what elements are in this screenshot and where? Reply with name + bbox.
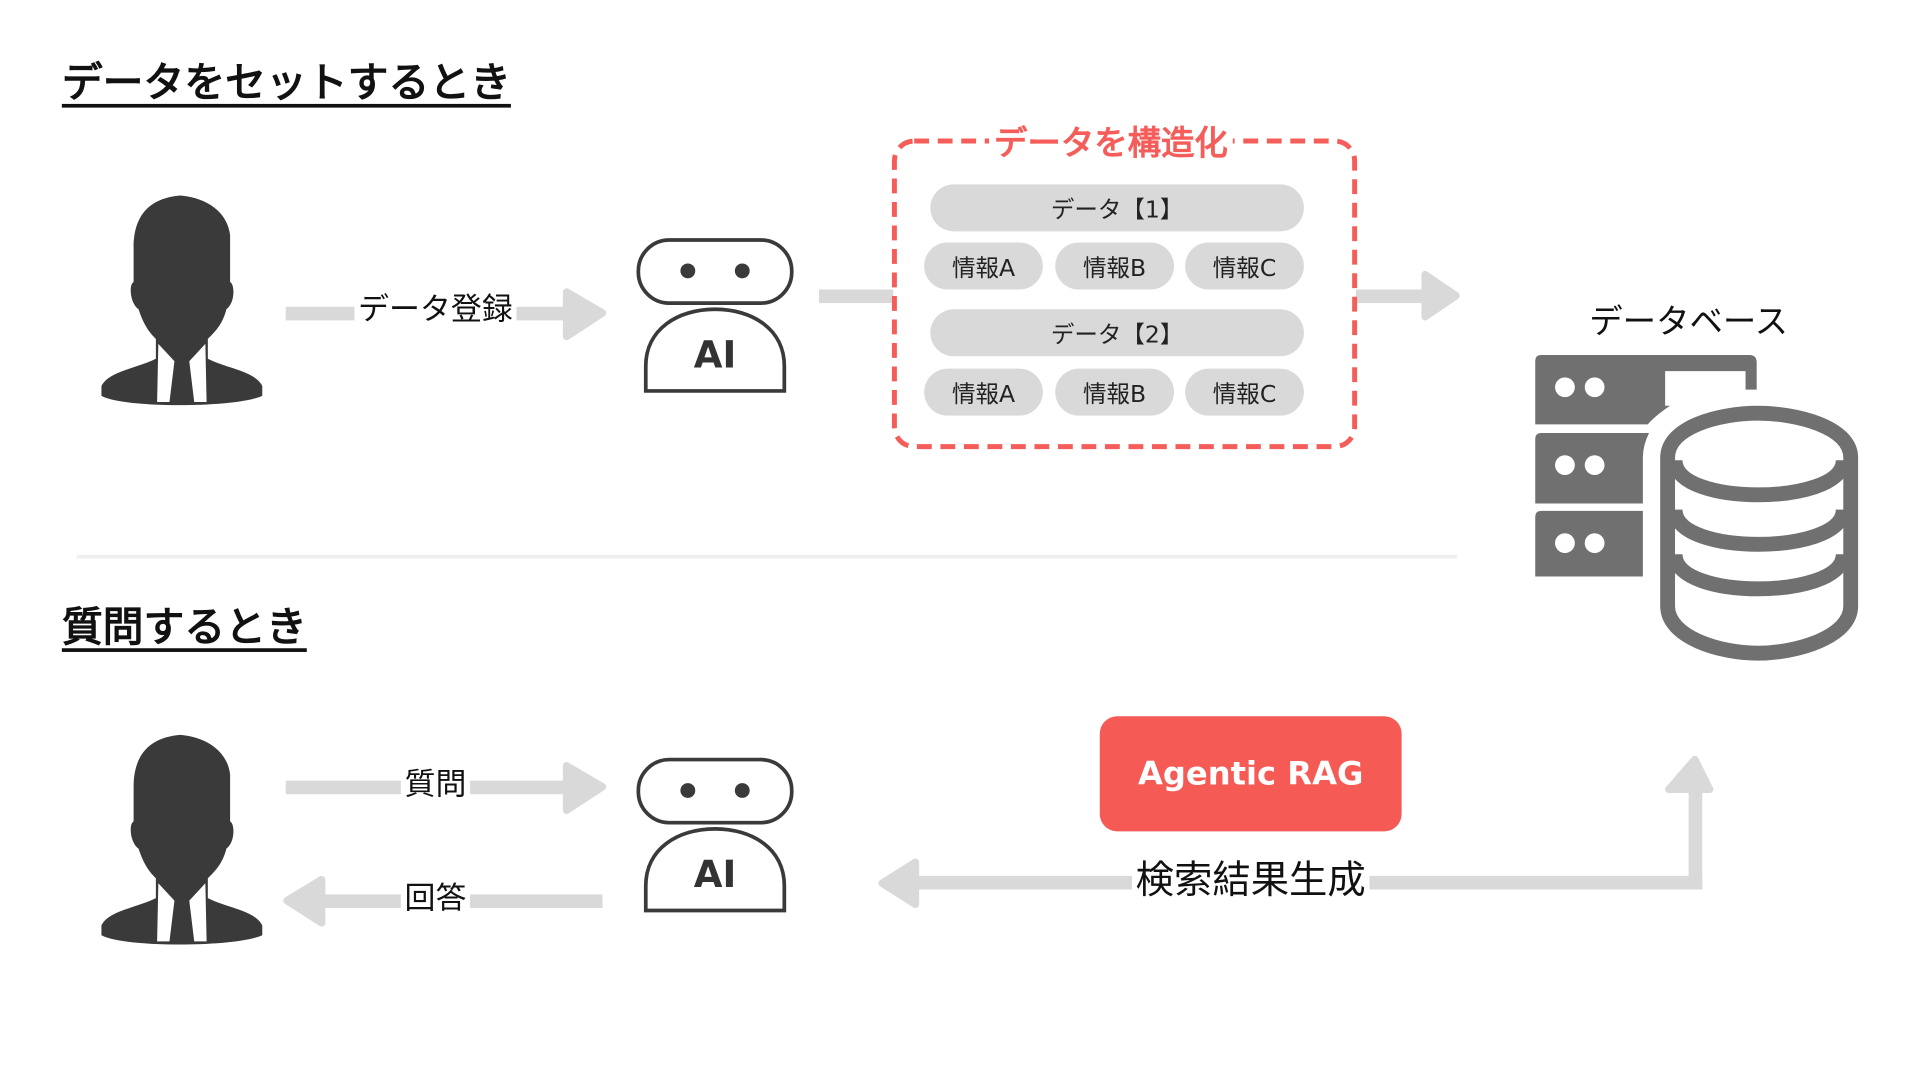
arrow-label-question: 質問 xyxy=(400,767,471,802)
arrow-box-to-db-head xyxy=(1421,270,1460,321)
record-pill: データ【2】 xyxy=(930,309,1304,357)
ai-label: AI xyxy=(694,333,737,376)
arrow-result-left-head xyxy=(878,858,920,909)
database-label: データベース xyxy=(1589,303,1789,342)
field-pill: 情報A xyxy=(924,242,1043,290)
arrow-result-up-head xyxy=(1665,755,1714,793)
ai-robot-icon: AI xyxy=(636,757,794,913)
field-pill: 情報B xyxy=(1055,368,1175,416)
arrow-answer-head xyxy=(283,875,326,927)
person-icon xyxy=(101,195,263,406)
field-pill: 情報C xyxy=(1185,242,1304,290)
database-icon xyxy=(1535,355,1859,661)
arrow-label-result: 検索結果生成 xyxy=(1131,860,1370,902)
record-pill: データ【1】 xyxy=(930,184,1304,232)
arrow-result-vertical xyxy=(1688,786,1703,890)
arrow-label-answer: 回答 xyxy=(400,881,471,916)
ai-label: AI xyxy=(694,853,737,896)
ai-robot-icon: AI xyxy=(636,238,794,393)
arrow-box-to-db-line xyxy=(1355,289,1431,304)
arrow-ai-to-box xyxy=(818,289,894,304)
structure-box-title: データを構造化 xyxy=(989,116,1233,165)
section-title-set: データをセットするとき xyxy=(61,58,511,107)
arrow-question-head xyxy=(562,762,607,815)
person-icon xyxy=(101,734,263,945)
field-pill: 情報A xyxy=(924,368,1043,416)
field-pill: 情報B xyxy=(1055,242,1175,290)
arrow-register-head xyxy=(562,288,607,341)
section-title-query: 質問するとき xyxy=(61,602,307,651)
field-pill: 情報C xyxy=(1185,368,1304,416)
arrow-label-register: データ登録 xyxy=(354,292,517,327)
agentic-rag-box: Agentic RAG xyxy=(1099,716,1402,832)
